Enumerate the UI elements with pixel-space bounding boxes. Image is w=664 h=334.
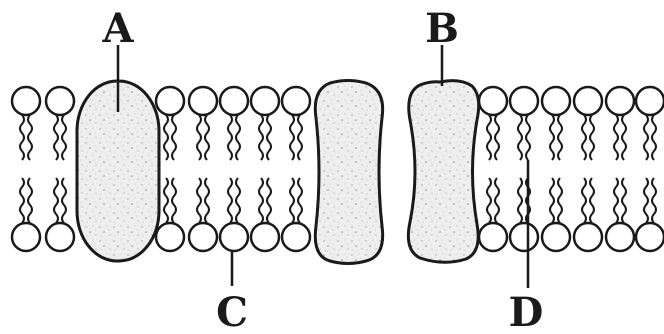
lipid-tail: [172, 115, 176, 160]
lipid-tail: [518, 115, 522, 160]
phospholipid-head: [574, 87, 602, 115]
lipid-tail: [614, 115, 618, 160]
phospholipid-head: [479, 87, 507, 115]
lipid-tail: [54, 178, 58, 223]
phospholipid-head: [156, 87, 184, 115]
lipid-tail: [582, 178, 586, 223]
lipid-tail: [164, 115, 168, 160]
lipid-tail: [487, 115, 491, 160]
lipid-tail: [172, 178, 176, 223]
phospholipid-head: [636, 87, 664, 115]
lipid-tail: [28, 178, 32, 223]
lipid-tail: [614, 178, 618, 223]
phospholipid-head: [636, 223, 664, 251]
lipid-tail: [236, 178, 240, 223]
phospholipid-head: [12, 223, 40, 251]
phospholipid-head: [606, 223, 634, 251]
lipid-tail: [20, 178, 24, 223]
lipid-tail: [644, 178, 648, 223]
transmembrane-protein-2: [315, 81, 382, 264]
phospholipid-head: [479, 223, 507, 251]
lipid-tail: [526, 115, 530, 160]
lipid-tail: [495, 178, 499, 223]
phospholipid-head: [542, 223, 570, 251]
lipid-tail: [495, 115, 499, 160]
lipid-tail: [197, 115, 201, 160]
lipid-tail: [652, 115, 656, 160]
lipid-tail: [62, 115, 66, 160]
lipid-tail: [550, 178, 554, 223]
lipid-tail: [164, 178, 168, 223]
lipid-tail: [558, 178, 562, 223]
lipid-tail: [518, 178, 522, 223]
phospholipid-head: [220, 223, 248, 251]
phospholipid-head: [251, 87, 279, 115]
phospholipid-head: [542, 87, 570, 115]
lipid-tail: [54, 115, 58, 160]
phospholipid-head: [574, 223, 602, 251]
phospholipid-head: [46, 87, 74, 115]
phospholipid-head: [606, 87, 634, 115]
lipid-tail: [558, 115, 562, 160]
phospholipid-head: [46, 223, 74, 251]
lipid-tail: [622, 178, 626, 223]
lipid-tail: [590, 178, 594, 223]
lipid-tail: [644, 115, 648, 160]
lipid-tail: [267, 115, 271, 160]
lipid-tail: [298, 115, 302, 160]
lipid-tail: [652, 178, 656, 223]
lipid-tail: [236, 115, 240, 160]
lipid-tail: [62, 178, 66, 223]
lipid-tail: [28, 115, 32, 160]
lipid-tail: [228, 178, 232, 223]
phospholipid-head: [510, 223, 538, 251]
label-d: D: [509, 289, 544, 334]
phospholipid-head: [282, 87, 310, 115]
lipid-tail: [298, 178, 302, 223]
lipid-tail: [290, 115, 294, 160]
lipid-tail: [259, 178, 263, 223]
phospholipid-head: [510, 87, 538, 115]
lipid-tail: [582, 115, 586, 160]
transmembrane-protein-b: [408, 81, 478, 263]
lipid-tail: [228, 115, 232, 160]
lipid-tail: [197, 178, 201, 223]
lipid-tail: [20, 115, 24, 160]
lipid-tail: [590, 115, 594, 160]
label-c: C: [216, 289, 248, 334]
lipid-tail: [622, 115, 626, 160]
lipid-tail: [259, 115, 263, 160]
label-a: A: [101, 5, 134, 52]
phospholipid-head: [12, 87, 40, 115]
phospholipid-head: [251, 223, 279, 251]
lipid-tail: [205, 178, 209, 223]
phospholipid-head: [220, 87, 248, 115]
lipid-tail: [290, 178, 294, 223]
lipid-tail: [550, 115, 554, 160]
phospholipid-head: [189, 223, 217, 251]
phospholipid-head: [282, 223, 310, 251]
lipid-tail: [205, 115, 209, 160]
lipid-tail: [267, 178, 271, 223]
label-b: B: [425, 5, 459, 52]
phospholipid-head: [156, 223, 184, 251]
lipid-tail: [487, 178, 491, 223]
phospholipid-head: [189, 87, 217, 115]
